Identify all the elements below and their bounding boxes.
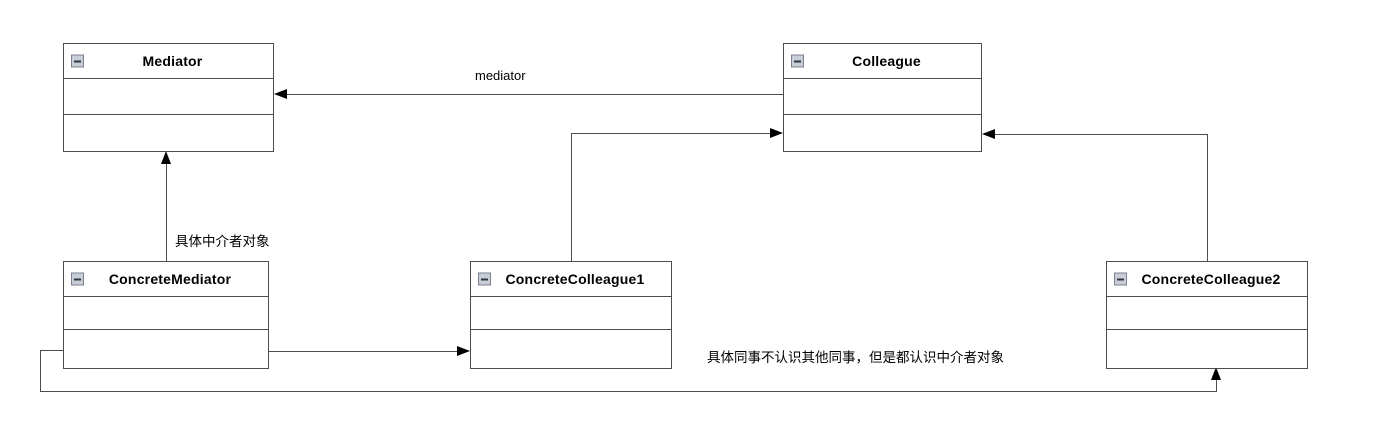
class-box-concrete-colleague-1[interactable]: ConcreteColleague1 bbox=[470, 261, 672, 369]
edge-concrete-colleague-1-vertical[interactable] bbox=[571, 133, 573, 261]
class-name-concrete-mediator: ConcreteMediator bbox=[108, 271, 232, 287]
edge-label-mediator: mediator bbox=[475, 68, 526, 83]
collapse-minus-icon[interactable] bbox=[478, 272, 491, 286]
class-title-row-concrete-colleague-2: ConcreteColleague2 bbox=[1107, 262, 1307, 297]
class-title-row-concrete-colleague-1: ConcreteColleague1 bbox=[471, 262, 671, 297]
class-operations-concrete-colleague-2 bbox=[1107, 330, 1307, 367]
class-box-concrete-colleague-2[interactable]: ConcreteColleague2 bbox=[1106, 261, 1308, 369]
edge-label-colleague-note: 具体同事不认识其他同事，但是都认识中介者对象 bbox=[707, 350, 1004, 366]
arrowhead-concrete-colleague-1-to-colleague bbox=[770, 127, 783, 138]
class-operations-colleague bbox=[784, 115, 981, 150]
edge-label-concrete-mediator-note: 具体中介者对象 bbox=[175, 234, 270, 250]
edge-colleague-to-mediator[interactable] bbox=[276, 94, 784, 96]
class-attributes-colleague bbox=[784, 79, 981, 115]
class-box-concrete-mediator[interactable]: ConcreteMediator bbox=[63, 261, 269, 369]
class-name-concrete-colleague-1: ConcreteColleague1 bbox=[505, 271, 645, 287]
arrowhead-concrete-mediator-to-mediator bbox=[161, 151, 172, 164]
edge-concrete-mediator-bottom-stub[interactable] bbox=[40, 350, 64, 352]
class-title-row-concrete-mediator: ConcreteMediator bbox=[64, 262, 268, 297]
edge-concrete-mediator-to-concrete-colleague-1[interactable] bbox=[269, 351, 459, 353]
class-title-row-colleague: Colleague bbox=[784, 44, 981, 79]
edge-concrete-colleague-2-bottom-rise[interactable] bbox=[1216, 378, 1218, 392]
arrowhead-concrete-colleague-2-to-colleague bbox=[982, 128, 995, 139]
class-box-colleague[interactable]: Colleague bbox=[783, 43, 982, 152]
class-name-concrete-colleague-2: ConcreteColleague2 bbox=[1141, 271, 1281, 287]
class-box-mediator[interactable]: Mediator bbox=[63, 43, 274, 152]
class-name-colleague: Colleague bbox=[852, 53, 921, 69]
arrowhead-concrete-mediator-to-concrete-colleague-1 bbox=[457, 345, 470, 356]
edge-concrete-mediator-left-drop[interactable] bbox=[40, 350, 42, 392]
arrowhead-colleague-to-mediator bbox=[274, 88, 287, 99]
class-attributes-concrete-mediator bbox=[64, 297, 268, 330]
edge-concrete-colleague-2-horizontal[interactable] bbox=[994, 134, 1208, 136]
arrowhead-to-concrete-colleague-2 bbox=[1211, 367, 1222, 380]
class-attributes-concrete-colleague-2 bbox=[1107, 297, 1307, 330]
class-attributes-concrete-colleague-1 bbox=[471, 297, 671, 330]
collapse-minus-icon[interactable] bbox=[71, 54, 84, 68]
class-operations-concrete-colleague-1 bbox=[471, 330, 671, 367]
edge-concrete-colleague-1-horizontal[interactable] bbox=[571, 133, 772, 135]
collapse-minus-icon[interactable] bbox=[1114, 272, 1127, 286]
edge-concrete-colleague-2-vertical[interactable] bbox=[1207, 134, 1209, 261]
class-attributes-mediator bbox=[64, 79, 273, 115]
collapse-minus-icon[interactable] bbox=[71, 272, 84, 286]
class-operations-concrete-mediator bbox=[64, 330, 268, 367]
class-title-row-mediator: Mediator bbox=[64, 44, 273, 79]
collapse-minus-icon[interactable] bbox=[791, 54, 804, 68]
class-name-mediator: Mediator bbox=[142, 53, 203, 69]
edge-bottom-long-run[interactable] bbox=[40, 391, 1217, 393]
class-operations-mediator bbox=[64, 115, 273, 150]
edge-concrete-mediator-to-mediator[interactable] bbox=[166, 154, 168, 261]
